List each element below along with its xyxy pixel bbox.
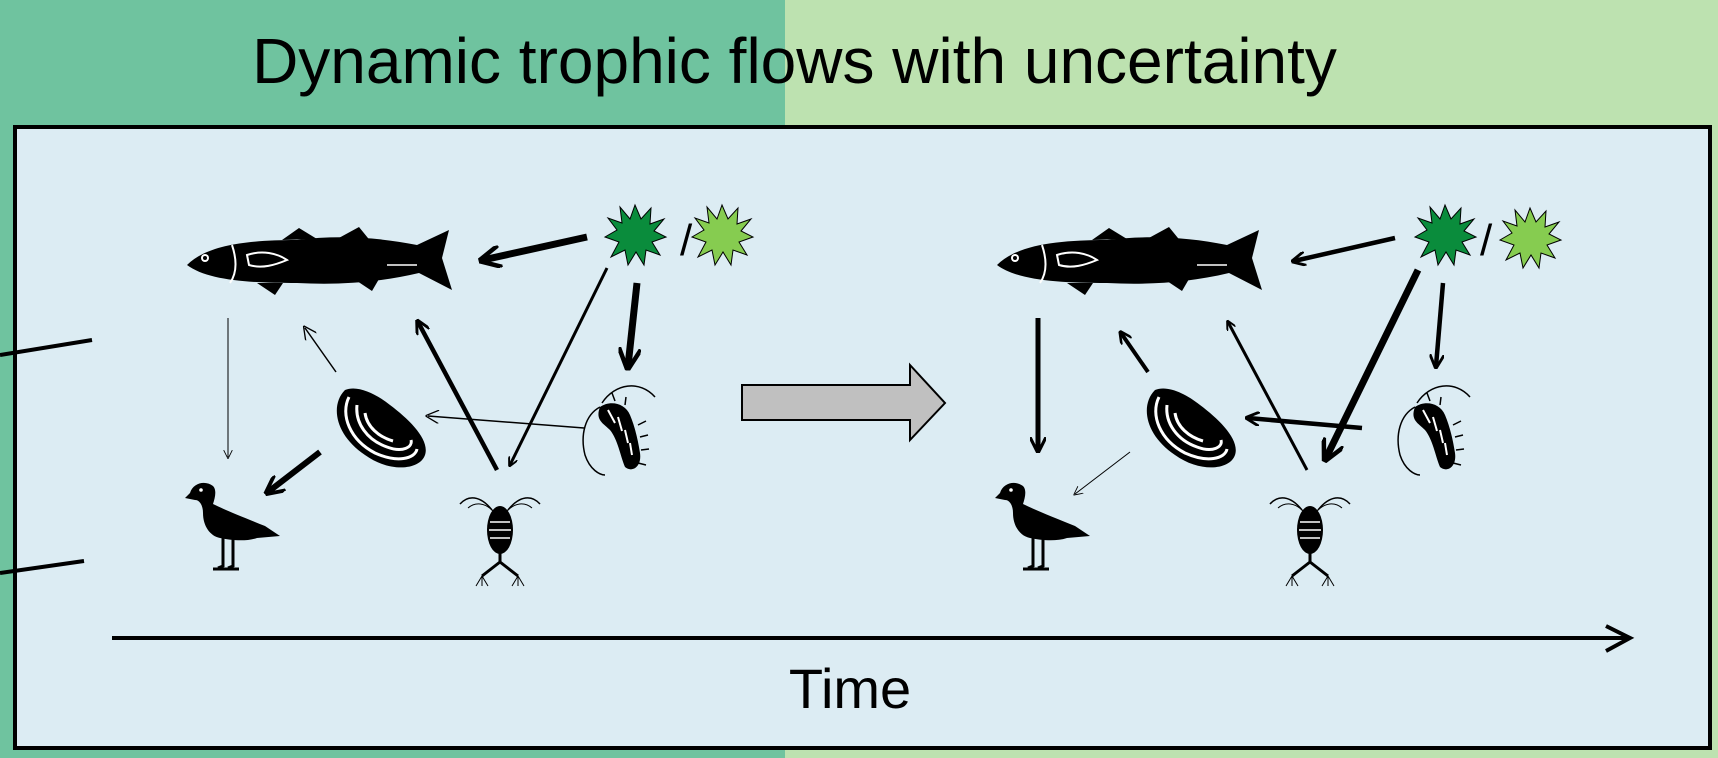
- shrimp-icon: [583, 386, 655, 475]
- flow-mussel-fish: [305, 328, 336, 372]
- separator-slash: /: [1480, 216, 1493, 265]
- flow-phyto-copepod: [1326, 270, 1418, 458]
- flow-mussel-seabird: [268, 452, 320, 492]
- flow-phyto-copepod: [510, 268, 607, 465]
- fish-icon: [187, 227, 452, 295]
- flow-phyto-shrimp: [628, 283, 637, 366]
- phytoplankton-light-icon: [692, 205, 753, 265]
- fish-icon: [997, 227, 1262, 295]
- seabird-icon: [995, 483, 1090, 569]
- flow-shrimp-mussel: [428, 416, 584, 428]
- copepod-icon: [1270, 498, 1350, 586]
- transition-arrow: [742, 365, 945, 440]
- flow-phyto-fish: [483, 237, 587, 260]
- mussel-icon: [337, 388, 426, 467]
- flow-phyto-fish: [1294, 238, 1395, 261]
- food-web-before: /: [185, 205, 753, 586]
- flow-copepod-fish: [1228, 322, 1307, 470]
- food-web-after: /: [995, 205, 1561, 586]
- shrimp-icon: [1398, 386, 1470, 475]
- phytoplankton-dark-icon: [605, 205, 666, 265]
- time-axis-label: Time: [700, 656, 1000, 721]
- phytoplankton-light-icon: [1500, 208, 1561, 268]
- left-edge-line-lower: [0, 561, 84, 573]
- flow-phyto-shrimp: [1436, 283, 1443, 366]
- phytoplankton-dark-icon: [1415, 205, 1476, 265]
- seabird-icon: [185, 483, 280, 569]
- left-edge-line-upper: [0, 340, 92, 355]
- flow-copepod-fish: [418, 322, 497, 470]
- flow-mussel-fish: [1121, 333, 1148, 372]
- copepod-icon: [460, 498, 540, 586]
- flow-mussel-seabird: [1075, 452, 1130, 494]
- separator-slash: /: [680, 216, 693, 265]
- mussel-icon: [1147, 388, 1236, 467]
